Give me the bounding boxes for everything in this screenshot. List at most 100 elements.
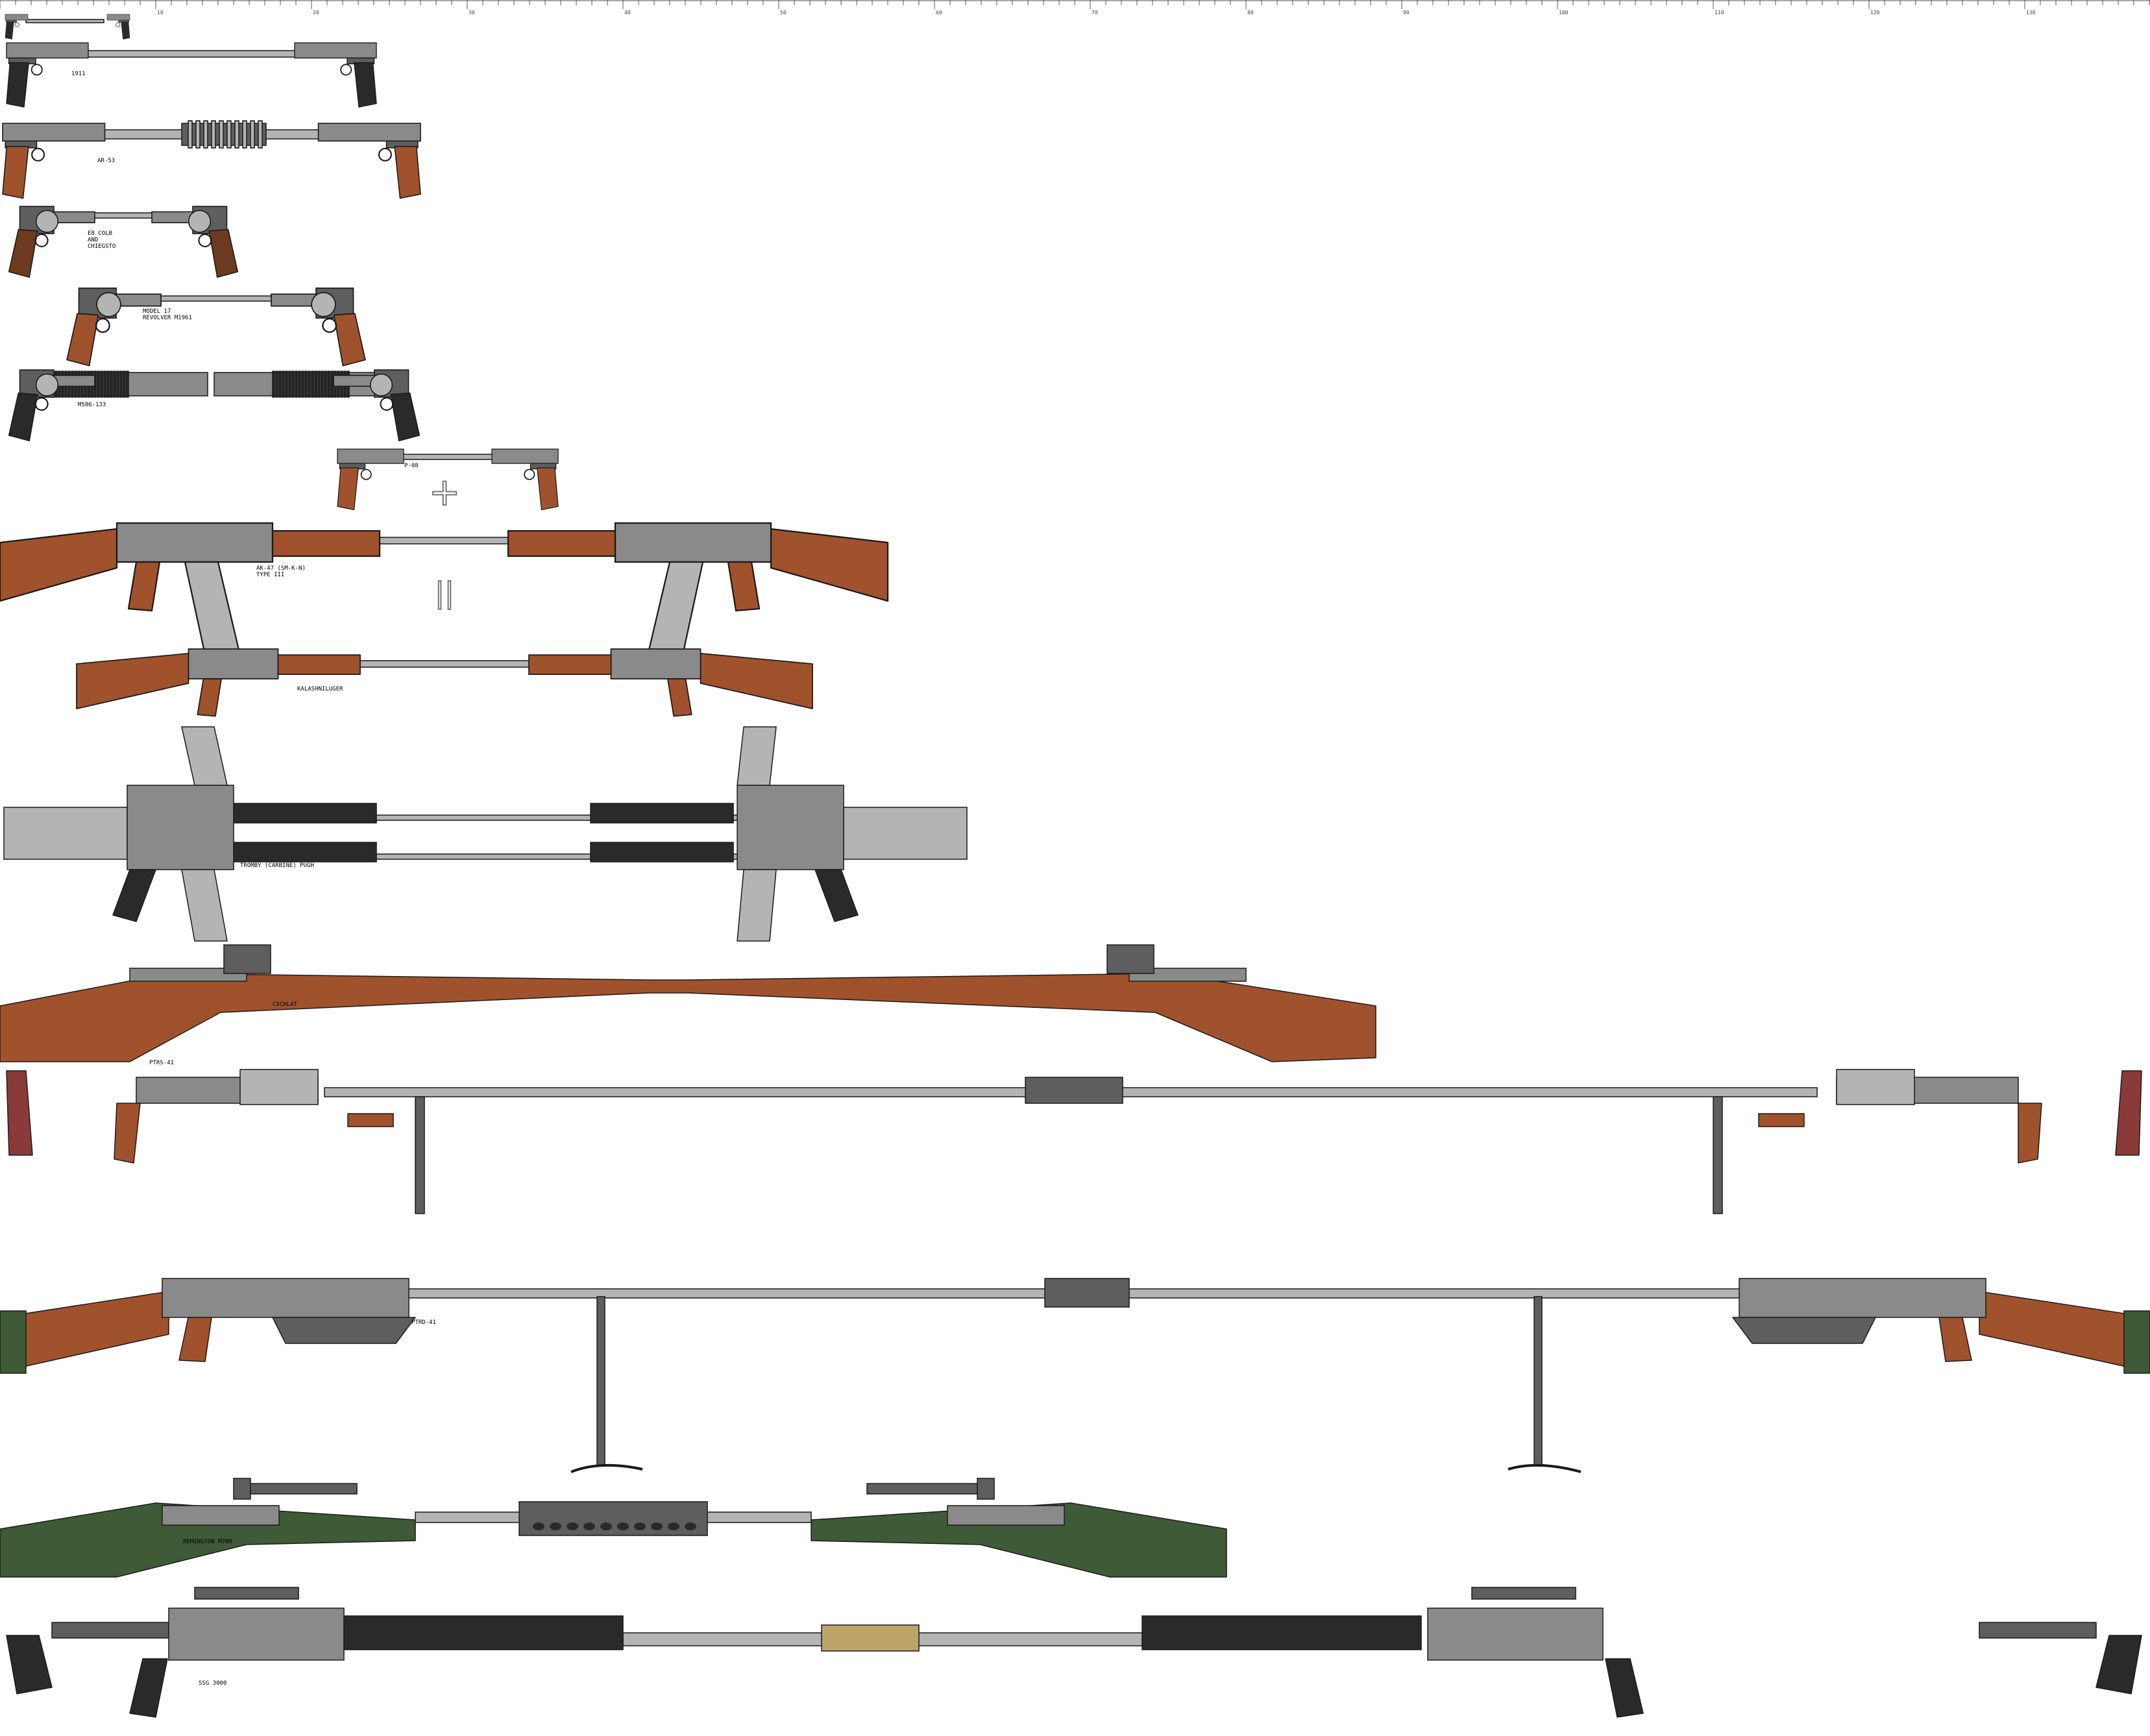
buttpad bbox=[6, 1070, 33, 1156]
rail-handguard bbox=[233, 803, 377, 824]
rifle-receiver bbox=[610, 648, 702, 679]
pistol-grip bbox=[814, 869, 859, 922]
carry-handle bbox=[347, 1113, 394, 1127]
bipod-leg bbox=[415, 1096, 425, 1214]
weapon-label: M586-133 bbox=[78, 402, 106, 408]
rifle-stock bbox=[700, 653, 813, 709]
rifle-pistol-grip bbox=[727, 561, 761, 612]
trigger-guard bbox=[14, 22, 19, 27]
revolver-grip bbox=[8, 392, 38, 441]
suppressor-rib bbox=[330, 371, 334, 398]
rifle-handguard bbox=[528, 654, 612, 675]
revolver-grip bbox=[390, 392, 421, 441]
muzzle-brake-block bbox=[239, 1069, 319, 1105]
brake-port bbox=[567, 1522, 578, 1530]
ruler-label: 20 bbox=[313, 10, 319, 16]
weapon-pair-3: AR-53 bbox=[2, 120, 421, 199]
rifle-pistol-grip bbox=[667, 678, 692, 717]
rifle-handguard bbox=[277, 654, 361, 675]
scope-tube bbox=[239, 1483, 358, 1495]
spring-coil bbox=[250, 120, 255, 149]
rail-handguard bbox=[590, 803, 734, 824]
rifle-receiver bbox=[116, 522, 274, 563]
weapon-pair-1 bbox=[5, 14, 130, 40]
suppressor-rib bbox=[278, 371, 282, 398]
pistol-grip bbox=[121, 21, 130, 40]
suppressor-rib bbox=[113, 371, 116, 398]
buttstock bbox=[2095, 1635, 2142, 1694]
suppressor-rib bbox=[119, 371, 123, 398]
ruler-label: 80 bbox=[1247, 10, 1254, 16]
receiver bbox=[1427, 1608, 1604, 1661]
ruler-label: 90 bbox=[1403, 10, 1410, 16]
weapon-pair-12: PTRS-41 bbox=[6, 1060, 2142, 1214]
weapon-label: AR-53 bbox=[97, 158, 115, 164]
receiver-lower bbox=[1732, 1317, 1876, 1344]
weapon-label: SSG 3000 bbox=[199, 1680, 226, 1687]
revolver-grip bbox=[208, 228, 239, 278]
weapon-label: TROMBY (CARBINE) PUGH bbox=[240, 862, 314, 869]
receiver bbox=[129, 968, 247, 982]
stock-rail bbox=[51, 1622, 169, 1639]
suppressor-rib bbox=[308, 371, 311, 398]
spring-coil bbox=[203, 120, 208, 149]
receiver bbox=[1129, 968, 1247, 982]
buffer-tube bbox=[3, 807, 128, 860]
spring-coil bbox=[219, 120, 224, 149]
pistol-half bbox=[106, 14, 130, 40]
revolver-half bbox=[271, 287, 366, 367]
scope-tube bbox=[866, 1483, 984, 1495]
rifle-pistol-grip bbox=[127, 561, 161, 612]
recoil-pad bbox=[0, 1310, 27, 1374]
magazine-bottom bbox=[737, 869, 777, 942]
revolver-cylinder bbox=[311, 292, 336, 317]
bipod-leg bbox=[596, 1296, 605, 1466]
pistol-grip bbox=[1938, 1317, 1972, 1362]
revolver-grip bbox=[8, 228, 38, 278]
brake-port bbox=[600, 1522, 612, 1530]
ruler-label: 110 bbox=[1715, 10, 1724, 16]
receiver bbox=[947, 1505, 1065, 1526]
suppressor-rib bbox=[106, 371, 110, 398]
joined-barrel bbox=[25, 19, 104, 23]
pistol-half bbox=[491, 448, 559, 511]
stock bbox=[0, 1291, 169, 1373]
trigger-guard bbox=[322, 317, 337, 333]
measurement-ruler: 102030405060708090100110120130140 bbox=[0, 0, 2150, 16]
suppressor-rib bbox=[116, 371, 119, 398]
weapon-pair-2: 1911 bbox=[6, 42, 377, 108]
ruler-label: 10 bbox=[157, 10, 164, 16]
revolver-half bbox=[8, 206, 95, 278]
trigger-guard bbox=[380, 397, 394, 411]
plus-symbol: + bbox=[429, 470, 461, 514]
weapon-pair-6: M586-133 bbox=[8, 369, 421, 441]
buttpad bbox=[2115, 1070, 2142, 1156]
pistol-slide bbox=[6, 42, 89, 59]
rifle-stock bbox=[770, 528, 889, 602]
suppressor-rib bbox=[321, 371, 324, 398]
pistol-half bbox=[337, 448, 404, 511]
suppressor-rib bbox=[311, 371, 314, 398]
pistol-half bbox=[317, 123, 421, 199]
suppressor-rib bbox=[97, 371, 100, 398]
receiver bbox=[168, 1608, 345, 1661]
pistol-grip bbox=[6, 62, 29, 108]
rifle-receiver bbox=[188, 648, 279, 679]
pistol-grip bbox=[337, 467, 359, 511]
ruler-label: 130 bbox=[2026, 10, 2036, 16]
suppressor-rib bbox=[110, 371, 113, 398]
rifle-half bbox=[76, 648, 361, 717]
rifle-handguard bbox=[507, 530, 617, 557]
suppressor-rib bbox=[288, 371, 291, 398]
brake-port bbox=[634, 1522, 646, 1530]
weapon-pair-11: CSCHLAT bbox=[0, 944, 1376, 1062]
pistol-grip bbox=[2, 145, 29, 199]
rifle-handguard bbox=[271, 530, 381, 557]
magazine-box bbox=[223, 944, 271, 974]
trigger-guard bbox=[31, 147, 45, 162]
weapon-label: 1911 bbox=[71, 71, 86, 77]
rifle-pistol-grip bbox=[197, 678, 222, 717]
